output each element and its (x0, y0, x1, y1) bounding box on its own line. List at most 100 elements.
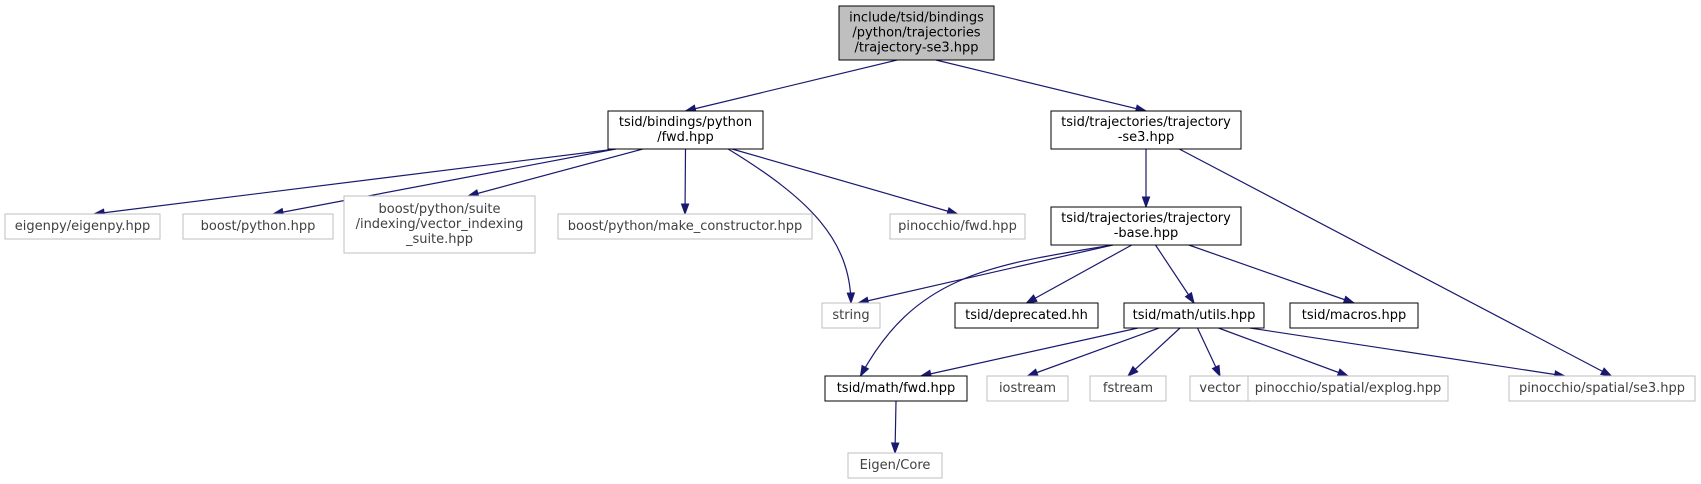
node-label-line: -base.hpp (1114, 226, 1179, 241)
node-label-line: /trajectory-se3.hpp (854, 41, 978, 56)
node-label-line: boost/python/make_constructor.hpp (568, 219, 802, 234)
edge-utils-to-iostream (1026, 327, 1160, 377)
edge-line (1188, 244, 1355, 304)
node-box (1247, 375, 1449, 402)
node-make-ctor: boost/python/make_constructor.hpp (557, 213, 813, 240)
edge-traj-base-to-string (856, 244, 1113, 305)
edge-arrowhead (1026, 368, 1039, 377)
node-iostream: iostream (986, 375, 1069, 402)
edge-line (731, 148, 958, 215)
node-eigen-core: Eigen/Core (847, 452, 943, 479)
node-deprecated[interactable]: tsid/deprecated.hh (954, 302, 1099, 329)
edge-py-fwd-to-string (727, 148, 856, 305)
node-label-line: pinocchio/spatial/se3.hpp (1519, 381, 1685, 396)
node-traj-base[interactable]: tsid/trajectories/trajectory-base.hpp (1050, 206, 1242, 246)
node-label-line: tsid/macros.hpp (1302, 308, 1407, 323)
node-label-line: eigenpy/eigenpy.hpp (15, 219, 151, 234)
edge-arrowhead (680, 203, 690, 216)
edge-line (272, 148, 616, 215)
edge-line (1127, 327, 1181, 377)
edge-py-fwd-to-pin-fwd (731, 148, 959, 216)
edge-line (1027, 327, 1160, 377)
edge-arrowhead (846, 292, 856, 305)
node-pin-fwd: pinocchio/fwd.hpp (889, 213, 1026, 240)
node-label-line: string (832, 308, 869, 323)
edge-line (94, 148, 616, 215)
edge-utils-to-explog (1218, 327, 1350, 377)
node-eigenpy: eigenpy/eigenpy.hpp (4, 213, 161, 240)
node-label-line: tsid/bindings/python (619, 115, 752, 130)
nodes-layer: include/tsid/bindings/python/trajectorie… (4, 5, 1696, 479)
node-se3: pinocchio/spatial/se3.hpp (1508, 375, 1696, 402)
node-fstream: fstream (1089, 375, 1167, 402)
node-label-line: /python/trajectories (852, 26, 980, 41)
edge-traj-base-to-math-fwd (859, 244, 1113, 378)
edge-utils-to-se3 (1249, 327, 1567, 379)
edge-utils-to-vector (1196, 327, 1221, 378)
node-py-fwd[interactable]: tsid/bindings/python/fwd.hpp (607, 110, 764, 150)
node-label-line: pinocchio/fwd.hpp (898, 219, 1017, 234)
edge-traj-base-to-utils (1155, 244, 1195, 305)
node-boost-python: boost/python.hpp (182, 213, 334, 240)
node-box (343, 195, 536, 254)
node-box (838, 5, 995, 61)
node-explog: pinocchio/spatial/explog.hpp (1247, 375, 1449, 402)
node-box (607, 110, 764, 150)
edge-traj-base-to-deprecated (1025, 244, 1133, 304)
node-box (4, 213, 161, 240)
edge-line (684, 148, 687, 215)
node-label-line: include/tsid/bindings (849, 11, 984, 26)
node-label-line: tsid/math/fwd.hpp (837, 381, 956, 396)
node-box (824, 375, 968, 402)
node-label-line: boost/python.hpp (201, 219, 316, 234)
node-box (1189, 375, 1251, 402)
node-label-line: /indexing/vector_indexing (356, 217, 524, 232)
node-box (182, 213, 334, 240)
node-box (1508, 375, 1696, 402)
edge-line (727, 148, 852, 304)
edge-py-fwd-to-make-ctor (680, 148, 690, 216)
node-macros[interactable]: tsid/macros.hpp (1289, 302, 1419, 329)
node-vec-suite: boost/python/suite/indexing/vector_index… (343, 195, 536, 254)
node-box (847, 452, 943, 479)
node-label-line: -se3.hpp (1118, 130, 1175, 145)
node-label-line: tsid/deprecated.hh (965, 308, 1088, 323)
node-label-line: _suite.hpp (405, 232, 473, 247)
node-label-line: vector (1199, 381, 1241, 396)
edge-arrowhead (1599, 367, 1613, 377)
node-traj-se3[interactable]: tsid/trajectories/trajectory-se3.hpp (1050, 110, 1242, 150)
edge-line (858, 244, 1113, 304)
node-box (557, 213, 813, 240)
node-label-line: boost/python/suite (379, 202, 501, 217)
edge-utils-to-math-fwd (919, 327, 1139, 378)
edge-root-to-py-fwd (684, 59, 898, 113)
edge-arrowhead (1342, 295, 1356, 304)
edge-traj-se3-to-se3 (1178, 148, 1613, 377)
node-box (1050, 110, 1242, 150)
edge-traj-base-to-macros (1188, 244, 1356, 304)
edge-arrowhead (1025, 294, 1038, 304)
node-string: string (821, 302, 881, 329)
edge-arrowhead (1141, 196, 1151, 209)
edge-line (935, 59, 1147, 112)
node-label-line: Eigen/Core (860, 458, 931, 473)
node-label-line: tsid/trajectories/trajectory (1061, 115, 1231, 130)
node-box (889, 213, 1026, 240)
edges-layer (92, 59, 1613, 455)
edge-line (1178, 148, 1612, 377)
node-math-fwd[interactable]: tsid/math/fwd.hpp (824, 375, 968, 402)
edge-math-fwd-to-eigen-core (890, 400, 900, 455)
node-box (1050, 206, 1242, 246)
edge-arrowhead (1336, 368, 1350, 377)
edge-line (920, 327, 1139, 377)
node-root: include/tsid/bindings/python/trajectorie… (838, 5, 995, 61)
node-label-line: pinocchio/spatial/explog.hpp (1255, 381, 1442, 396)
node-box (986, 375, 1069, 402)
edge-traj-se3-to-traj-base (1141, 149, 1151, 209)
node-label-line: tsid/math/utils.hpp (1133, 308, 1256, 323)
edge-line (1026, 244, 1133, 304)
node-vector: vector (1189, 375, 1251, 402)
node-utils[interactable]: tsid/math/utils.hpp (1123, 302, 1265, 329)
